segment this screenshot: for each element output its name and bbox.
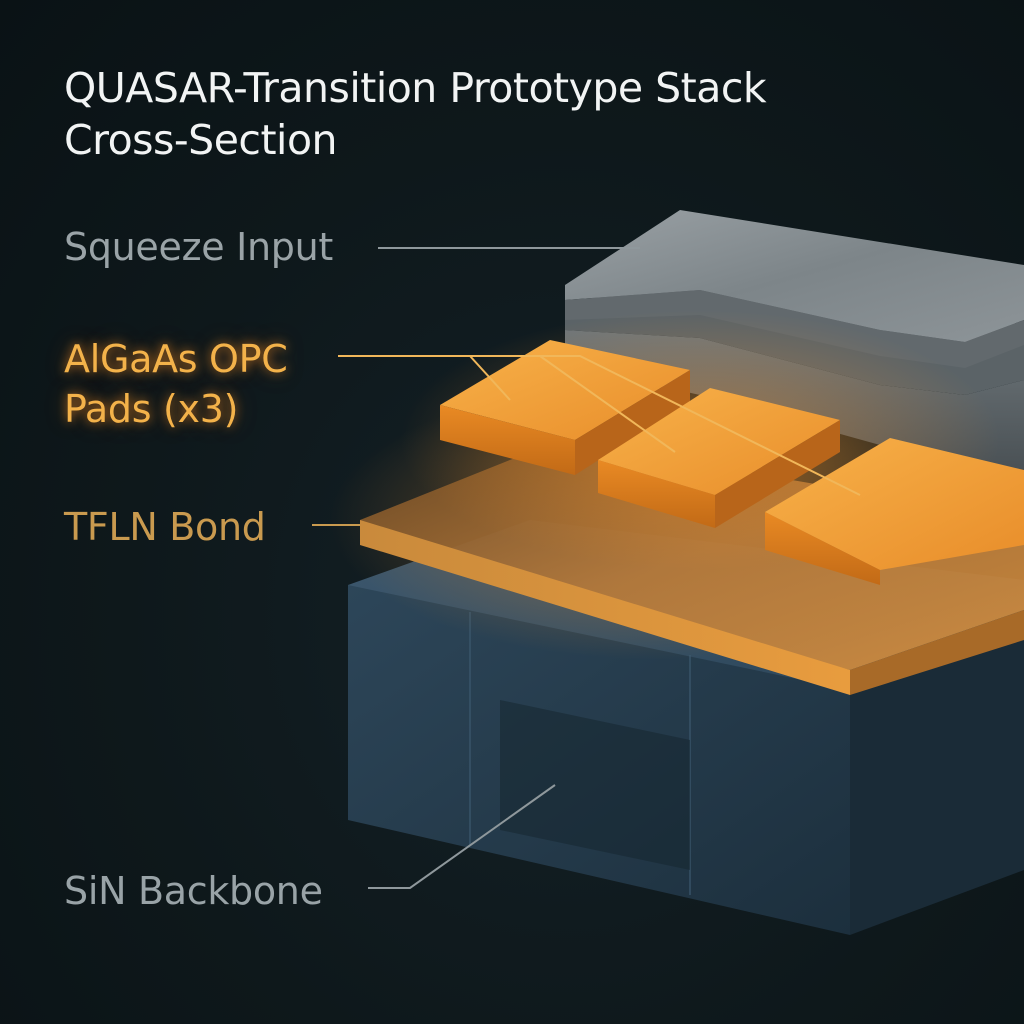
- label-algaas-line-2: Pads (x3): [64, 387, 239, 431]
- label-squeeze-input: Squeeze Input: [64, 225, 333, 269]
- algaas-leader-branch-2: [539, 355, 676, 453]
- sin-backbone-leader: [368, 784, 556, 889]
- label-algaas-opc-pads: AlGaAs OPC Pads (x3): [64, 334, 288, 434]
- algaas-leader: [338, 355, 861, 496]
- label-algaas-line-1: AlGaAs OPC: [64, 337, 288, 381]
- leader-lines: [312, 247, 861, 889]
- title-line-1: QUASAR-Transition Prototype Stack: [64, 64, 767, 112]
- title-line-2: Cross-Section: [64, 116, 338, 164]
- opc-pad-2: [598, 388, 840, 528]
- diagram-title: QUASAR-Transition Prototype Stack Cross-…: [64, 62, 964, 166]
- label-tfln-bond: TFLN Bond: [64, 505, 266, 549]
- opc-pad-3: [765, 438, 1024, 585]
- algaas-leader-branch-1: [469, 355, 511, 401]
- label-sin-backbone: SiN Backbone: [64, 869, 323, 913]
